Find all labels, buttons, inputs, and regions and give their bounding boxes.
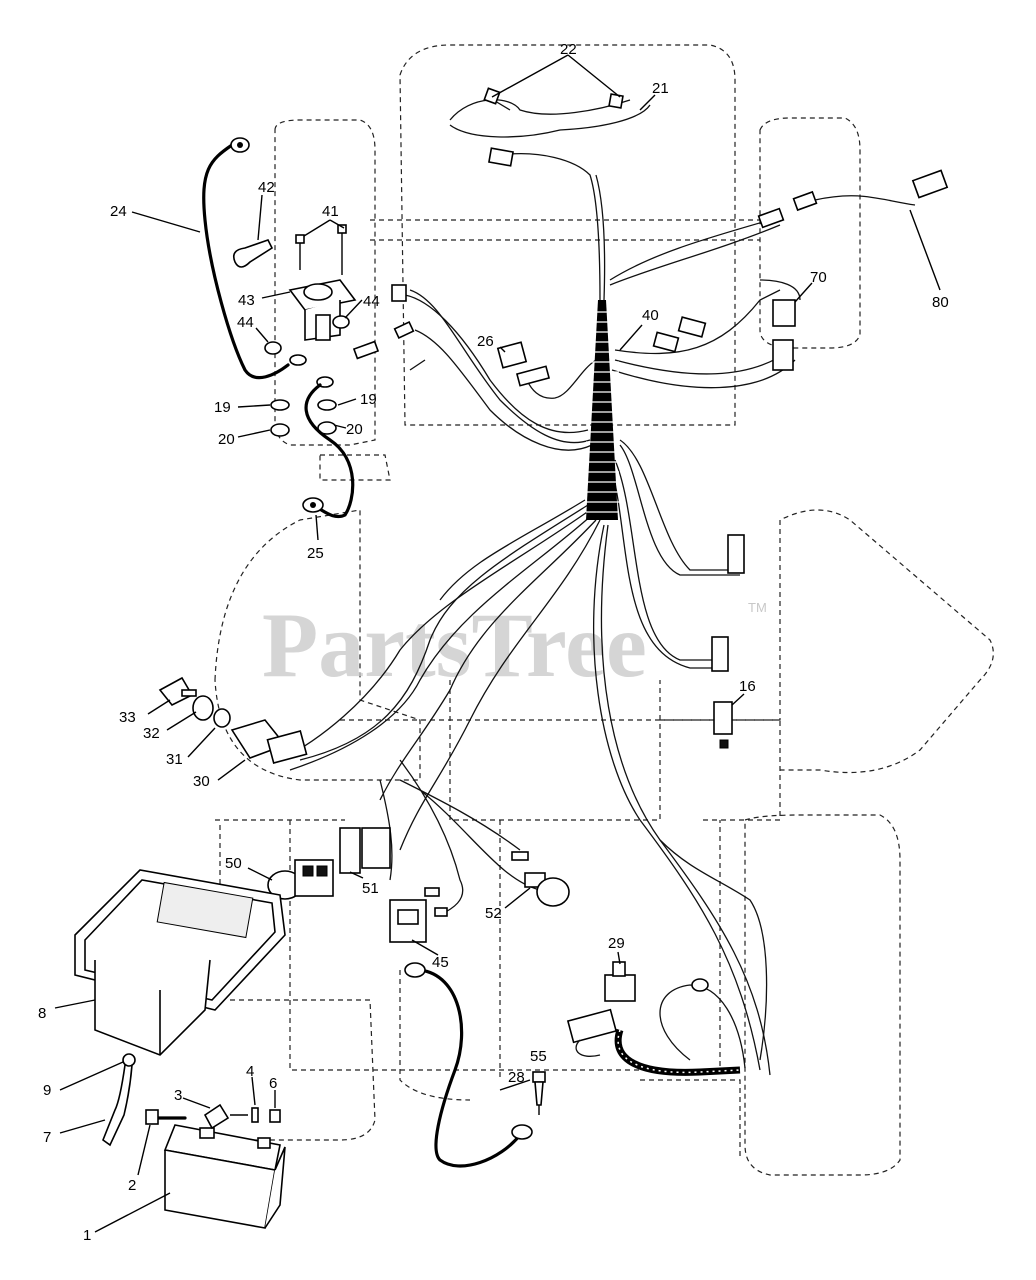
callout-42: 42 [258,179,275,196]
callout-33: 33 [119,709,136,726]
part-55-switch [532,1071,546,1115]
part-45-gauge [389,899,448,943]
callout-40: 40 [642,307,659,324]
callout-leaders [54,54,941,1233]
callout-26: 26 [477,333,494,350]
callout-6: 6 [269,1075,277,1092]
left-fender-outline [214,509,421,781]
part-32-nut [192,695,214,721]
callout-20-right: 20 [346,421,363,438]
harness-conduit [586,300,619,520]
part-42-boot [232,239,274,268]
headlight-harness [449,87,651,167]
part-33-key [158,676,197,707]
battery-hardware [102,1053,281,1147]
callout-52: 52 [485,905,502,922]
callout-24: 24 [110,203,127,220]
callout-3: 3 [174,1087,182,1104]
front-left-connectors [352,284,426,371]
part-28-cable [404,962,533,1168]
right-fender-outline [660,509,994,774]
right-rear-wheel-outline [744,814,901,1176]
seat-deck-outline [215,819,721,1080]
right-side-connectors [711,534,745,672]
callout-30: 30 [193,773,210,790]
callout-20-left: 20 [218,431,235,448]
part-29-plug [566,978,746,1069]
part-8-battery-box [74,869,286,1056]
front-axle-outline [370,219,760,241]
callout-22: 22 [560,41,577,58]
callout-1: 1 [83,1227,91,1244]
callout-51: 51 [362,880,379,897]
callout-8: 8 [38,1005,46,1022]
part-80-connector [757,169,949,229]
rear-center-outline [399,970,741,1160]
callout-4: 4 [246,1063,254,1080]
part-70-relay [652,279,801,371]
callout-70: 70 [810,269,827,286]
callout-28: 28 [508,1069,525,1086]
callout-45: 45 [432,954,449,971]
callout-16: 16 [739,678,756,695]
callout-29: 29 [608,935,625,952]
part-43-solenoid [288,224,357,341]
callout-43: 43 [238,292,255,309]
callout-31: 31 [166,751,183,768]
solenoid-nuts-washers [264,315,350,437]
callout-41: 41 [322,203,339,220]
part-52-bulb [424,851,570,907]
part-26-connector [496,341,551,387]
part-51-connector [339,827,391,874]
callout-2: 2 [128,1177,136,1194]
callout-21: 21 [652,80,669,97]
callout-32: 32 [143,725,160,742]
callout-80: 80 [932,294,949,311]
callout-50: 50 [225,855,242,872]
center-frame-outline [340,680,781,821]
part-31-washer [213,708,231,728]
hood-outline [399,44,736,426]
part-50-switch [267,859,334,900]
callout-55: 55 [530,1048,547,1065]
part-30-ignition-switch [230,719,308,764]
part-25-cable [302,383,355,519]
part-29-switch [604,961,636,1002]
frame-left-outline [319,454,391,481]
callout-25: 25 [307,545,324,562]
part-1-battery [163,1124,286,1229]
callout-44-right: 44 [363,293,380,310]
callout-7: 7 [43,1129,51,1146]
part-16-connector [713,701,733,749]
callout-labels: 1 2 3 4 6 7 8 9 16 19 19 20 20 21 22 24 … [38,41,949,1244]
part-24-cable [202,137,290,380]
coiled-conduit [614,1028,741,1076]
callout-44-left: 44 [237,314,254,331]
callout-19-right: 19 [360,391,377,408]
callout-9: 9 [43,1082,51,1099]
callout-19-left: 19 [214,399,231,416]
watermark-trademark: TM [748,600,767,615]
